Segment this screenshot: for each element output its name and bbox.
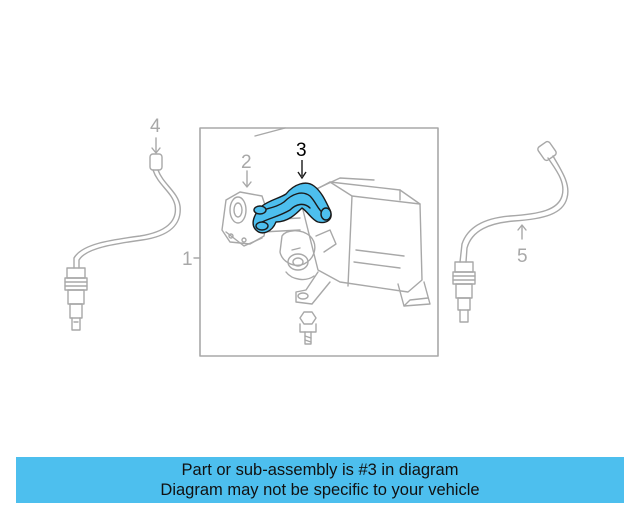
canister-fittings bbox=[279, 229, 337, 281]
assembly-frame bbox=[199, 127, 439, 357]
callout-1: 1 bbox=[182, 249, 193, 270]
mounting-bolt bbox=[299, 311, 317, 345]
callout-3: 3 bbox=[296, 140, 307, 161]
callout-5: 5 bbox=[517, 246, 528, 267]
parts-diagram: 4 2 3 1 5 bbox=[64, 116, 569, 357]
leader-2-arrow bbox=[242, 181, 252, 188]
leader-4-arrow bbox=[151, 147, 161, 154]
callout-2: 2 bbox=[241, 152, 252, 173]
canister-body bbox=[295, 177, 431, 307]
callout-4: 4 bbox=[150, 116, 161, 137]
hose-part-3 bbox=[252, 182, 332, 234]
diagram-drawing bbox=[64, 127, 569, 357]
frame-tick bbox=[254, 127, 286, 137]
oxygen-sensor-right bbox=[452, 140, 569, 323]
banner-line-disclaimer: Diagram may not be specific to your vehi… bbox=[160, 481, 480, 499]
info-banner: Part or sub-assembly is #3 in diagram Di… bbox=[16, 457, 624, 503]
oxygen-sensor-left bbox=[64, 153, 181, 331]
leader-3 bbox=[297, 160, 307, 180]
banner-line-part: Part or sub-assembly is #3 in diagram bbox=[181, 461, 459, 479]
leader-5-arrow bbox=[517, 224, 527, 231]
